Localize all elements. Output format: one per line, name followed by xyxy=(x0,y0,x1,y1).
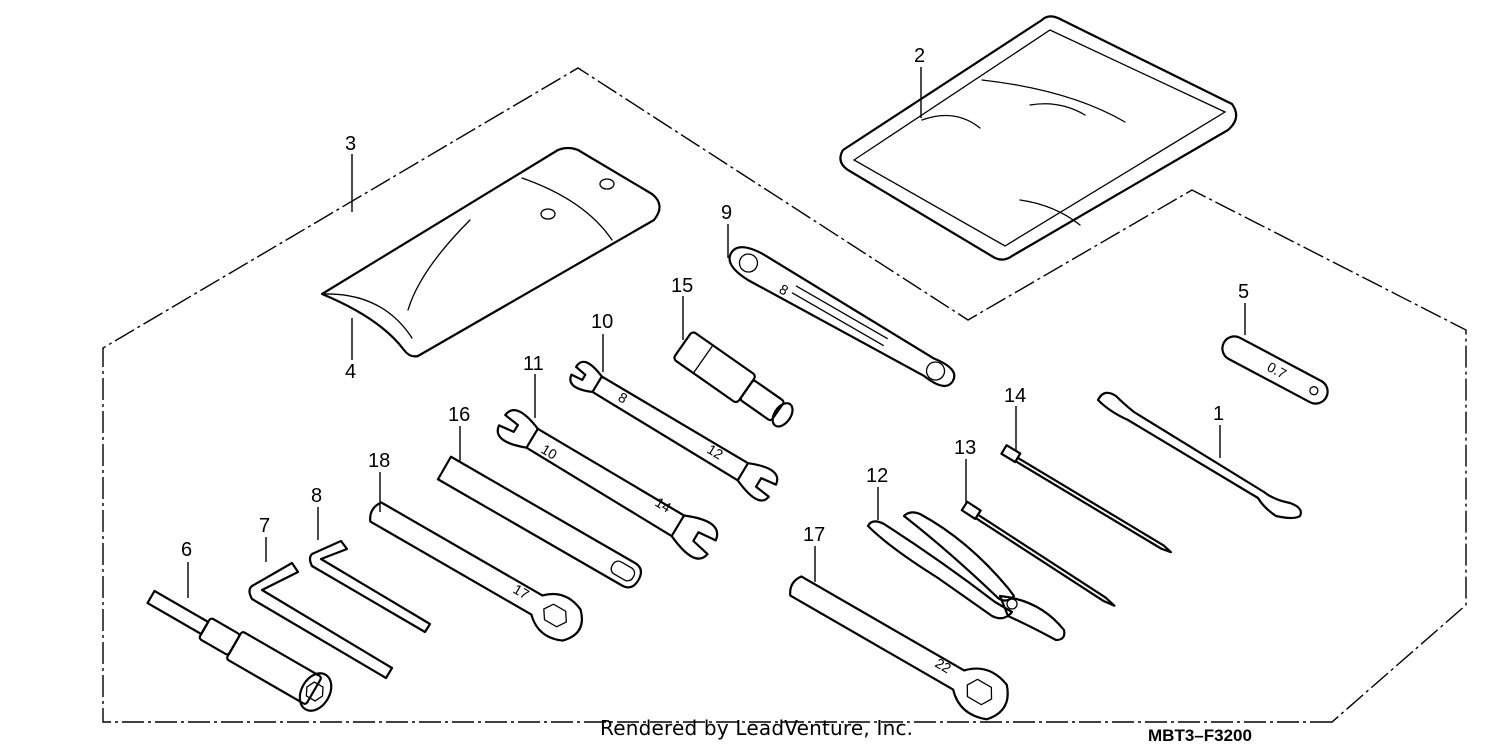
tool-bag-icon xyxy=(320,146,661,358)
stamp-wrench-10-large: 12 xyxy=(704,441,726,463)
handle-bar-icon xyxy=(436,455,643,589)
callout-12: 12 xyxy=(866,465,888,487)
stamp-wrench-11-large: 14 xyxy=(652,494,674,516)
callout-2: 2 xyxy=(914,45,925,67)
box-wrench-18-icon xyxy=(369,501,583,642)
callout-9: 9 xyxy=(721,202,732,224)
kit-outline xyxy=(102,67,1467,723)
stamp-wrench-11-small: 10 xyxy=(538,441,560,463)
render-credit: Rendered by LeadVenture, Inc. xyxy=(600,716,914,740)
hex-key-7-icon xyxy=(248,561,394,680)
stamp-box-18: 17 xyxy=(511,581,533,603)
callout-5: 5 xyxy=(1238,281,1249,303)
leader-lines xyxy=(187,67,1246,598)
callout-15: 15 xyxy=(671,275,693,297)
feeler-gauge-icon xyxy=(1221,335,1329,405)
pliers-icon xyxy=(866,511,1066,642)
screwdriver-14-icon xyxy=(1000,444,1173,554)
callout-4: 4 xyxy=(345,361,356,383)
socket-handle-icon xyxy=(673,331,794,428)
spark-plug-wrench-icon xyxy=(146,589,333,712)
callout-14: 14 xyxy=(1004,385,1026,407)
box-wrench-icon xyxy=(728,246,956,388)
screwdriver-13-icon xyxy=(960,500,1116,607)
hex-key-8-icon xyxy=(308,539,432,634)
callout-7: 7 xyxy=(259,515,270,537)
open-end-wrench-10-icon xyxy=(569,360,779,502)
box-wrench-17-icon xyxy=(789,575,1009,721)
callout-13: 13 xyxy=(954,437,976,459)
callout-6: 6 xyxy=(181,539,192,561)
stamp-wrench-10-small: 8 xyxy=(615,389,630,407)
callout-16: 16 xyxy=(448,404,470,426)
callout-3: 3 xyxy=(345,133,356,155)
callout-11: 11 xyxy=(523,353,544,375)
callout-10: 10 xyxy=(591,311,613,333)
callout-8: 8 xyxy=(311,485,322,507)
callout-18: 18 xyxy=(368,450,390,472)
callout-1: 1 xyxy=(1213,403,1224,425)
open-end-wrench-11-icon xyxy=(496,409,719,560)
stamp-box-17: 22 xyxy=(933,655,955,677)
callout-17: 17 xyxy=(803,524,825,546)
document-pouch-icon xyxy=(839,15,1238,261)
screwdriver-grip-icon xyxy=(1096,391,1302,520)
diagram-code: MBT3–F3200 xyxy=(1148,726,1252,745)
